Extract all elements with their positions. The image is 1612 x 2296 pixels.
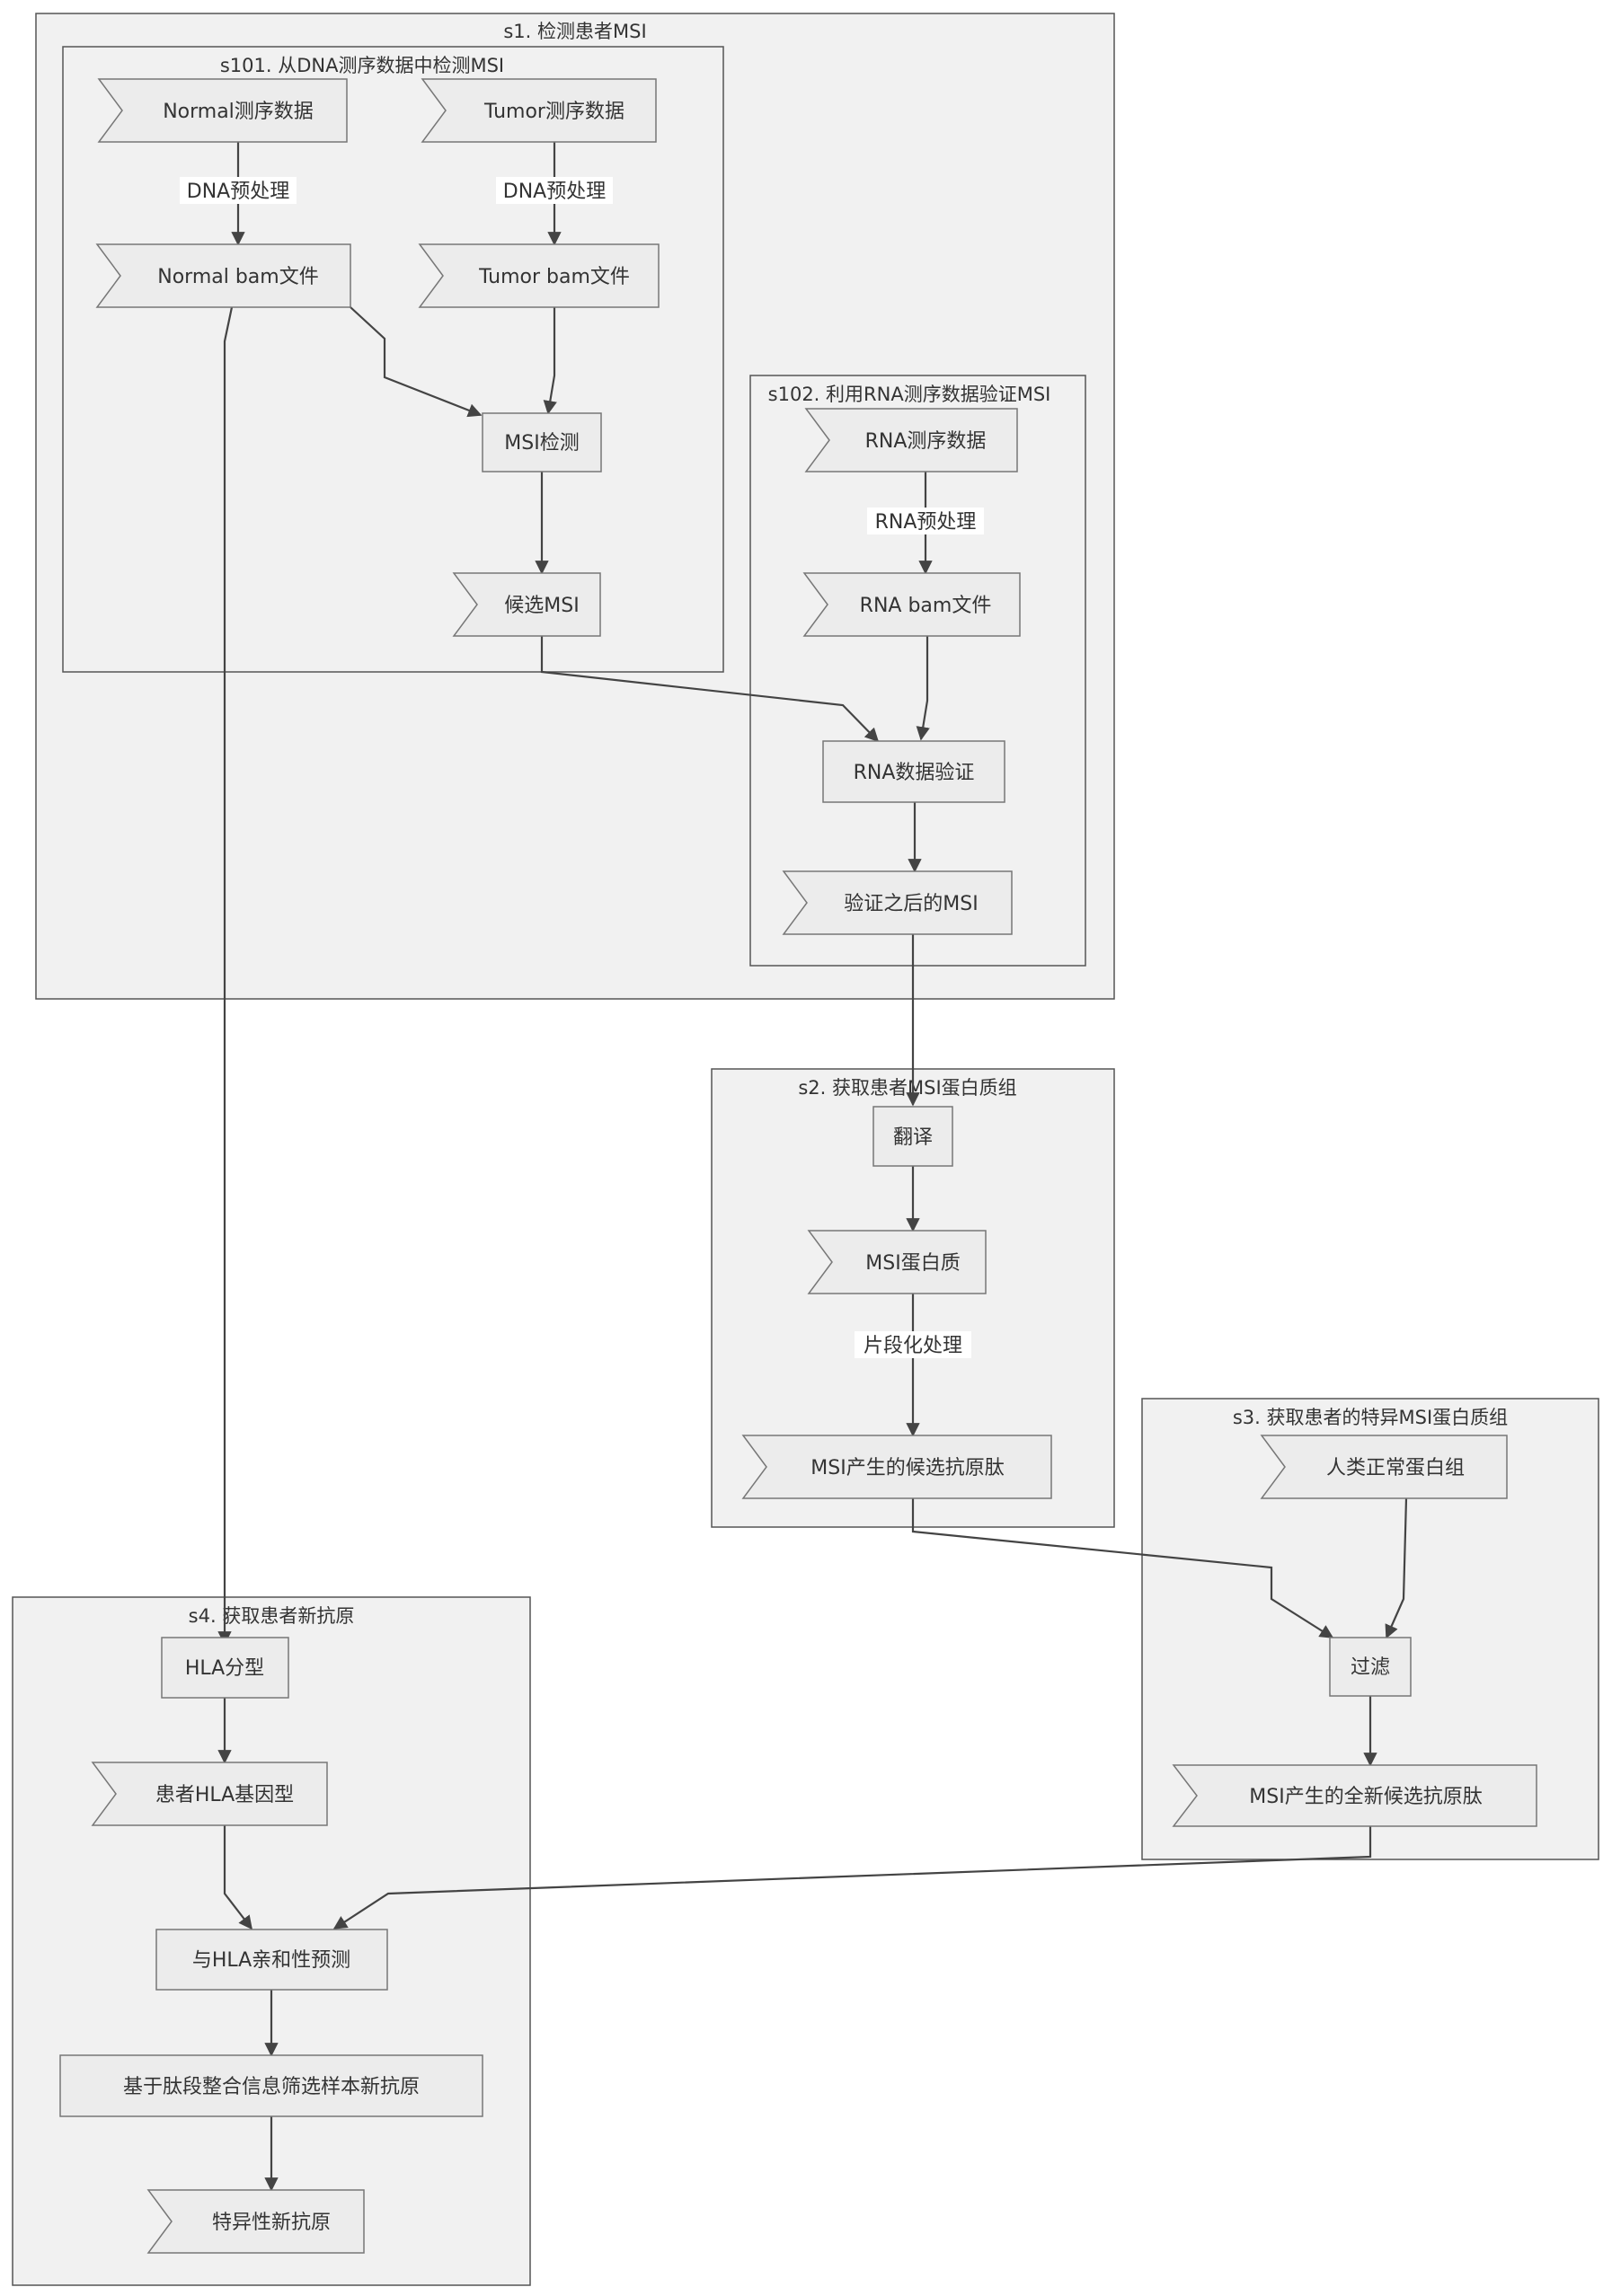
svg-text:候选MSI: 候选MSI (504, 595, 579, 617)
svg-text:Tumor测序数据: Tumor测序数据 (483, 101, 624, 123)
node-rna-seq: RNA测序数据 (804, 408, 1018, 472)
node-patient-hla: 患者HLA基因型 (91, 1762, 328, 1826)
svg-text:MSI产生的候选抗原肽: MSI产生的候选抗原肽 (810, 1457, 1004, 1479)
node-validated-msi: 验证之后的MSI (782, 870, 1013, 935)
svg-text:特异性新抗原: 特异性新抗原 (212, 2212, 331, 2234)
svg-text:过滤: 过滤 (1351, 1656, 1390, 1679)
node-normal-bam: Normal bam文件 (95, 243, 351, 308)
cluster-s2-title: s2. 获取患者MSI蛋白质组 (798, 1077, 1016, 1099)
node-human-proteome: 人类正常蛋白组 (1260, 1435, 1508, 1499)
svg-text:DNA预处理: DNA预处理 (187, 181, 289, 203)
svg-text:验证之后的MSI: 验证之后的MSI (844, 893, 978, 915)
node-tumor-seq: Tumor测序数据 (421, 78, 657, 143)
cluster-s4-title: s4. 获取患者新抗原 (189, 1605, 355, 1627)
svg-text:MSI检测: MSI检测 (504, 432, 579, 455)
svg-text:人类正常蛋白组: 人类正常蛋白组 (1326, 1457, 1465, 1479)
svg-text:MSI产生的全新候选抗原肽: MSI产生的全新候选抗原肽 (1249, 1786, 1482, 1808)
node-msi-protein: MSI蛋白质 (807, 1230, 987, 1294)
svg-text:患者HLA基因型: 患者HLA基因型 (155, 1784, 294, 1806)
svg-text:基于肽段整合信息筛选样本新抗原: 基于肽段整合信息筛选样本新抗原 (123, 2076, 420, 2098)
edge-normal-bam-to-msi-detect (350, 306, 483, 418)
node-screen: 基于肽段整合信息筛选样本新抗原 (59, 2054, 483, 2117)
svg-text:HLA分型: HLA分型 (185, 1657, 264, 1680)
cluster-s101: s101. 从DNA测序数据中检测MSI (62, 46, 724, 673)
node-translate: 翻译 (872, 1106, 953, 1167)
node-specific-neoantigen: 特异性新抗原 (146, 2189, 365, 2254)
svg-text:RNA数据验证: RNA数据验证 (854, 762, 975, 784)
edge-candidate-peptide-to-filter (911, 1498, 1334, 1638)
cluster-s102-title: s102. 利用RNA测序数据验证MSI (768, 384, 1051, 405)
svg-text:RNA预处理: RNA预处理 (875, 511, 977, 534)
svg-text:Tumor bam文件: Tumor bam文件 (478, 266, 630, 288)
svg-text:翻译: 翻译 (893, 1126, 933, 1149)
svg-text:Normal bam文件: Normal bam文件 (157, 266, 318, 288)
edge-human-proteome-to-filter (1385, 1497, 1408, 1639)
svg-text:Normal测序数据: Normal测序数据 (163, 101, 314, 123)
cluster-s101-title: s101. 从DNA测序数据中检测MSI (220, 55, 504, 76)
edge-new-peptide-to-affinity (332, 1826, 1372, 1930)
node-hla-affinity: 与HLA亲和性预测 (155, 1929, 388, 1991)
node-candidate-msi: 候选MSI (452, 572, 601, 637)
edge-label-dna-pre-normal: DNA预处理 (180, 177, 297, 204)
edge-tumor-bam-to-msi-detect (543, 307, 557, 415)
edge-rna-bam-to-validate (916, 636, 930, 741)
svg-text:DNA预处理: DNA预处理 (503, 181, 606, 203)
node-msi-new-peptide: MSI产生的全新候选抗原肽 (1172, 1764, 1537, 1827)
node-rna-bam: RNA bam文件 (802, 572, 1021, 637)
node-tumor-bam: Tumor bam文件 (418, 243, 660, 308)
edge-label-fragment: 片段化处理 (855, 1331, 971, 1358)
cluster-s3-title: s3. 获取患者的特异MSI蛋白质组 (1233, 1407, 1508, 1428)
node-msi-detect: MSI检测 (482, 412, 602, 472)
node-msi-candidate-peptide: MSI产生的候选抗原肽 (741, 1435, 1052, 1499)
node-rna-validate: RNA数据验证 (822, 740, 1005, 803)
node-filter: 过滤 (1329, 1637, 1412, 1697)
svg-text:RNA bam文件: RNA bam文件 (860, 595, 992, 617)
edge-normal-bam-to-hla-typing (217, 306, 234, 1646)
edge-label-dna-pre-tumor: DNA预处理 (496, 177, 613, 204)
edge-label-rna-pre: RNA预处理 (867, 508, 984, 534)
cluster-s1-title: s1. 检测患者MSI (503, 21, 646, 42)
node-hla-typing: HLA分型 (161, 1637, 289, 1699)
svg-text:与HLA亲和性预测: 与HLA亲和性预测 (192, 1949, 350, 1972)
node-normal-seq: Normal测序数据 (97, 78, 348, 143)
svg-text:RNA测序数据: RNA测序数据 (865, 430, 987, 453)
svg-text:MSI蛋白质: MSI蛋白质 (865, 1252, 960, 1275)
edge-genotype-to-affinity (223, 1825, 252, 1930)
svg-text:片段化处理: 片段化处理 (864, 1335, 962, 1357)
edge-candidate-to-rna-validate (540, 636, 880, 743)
